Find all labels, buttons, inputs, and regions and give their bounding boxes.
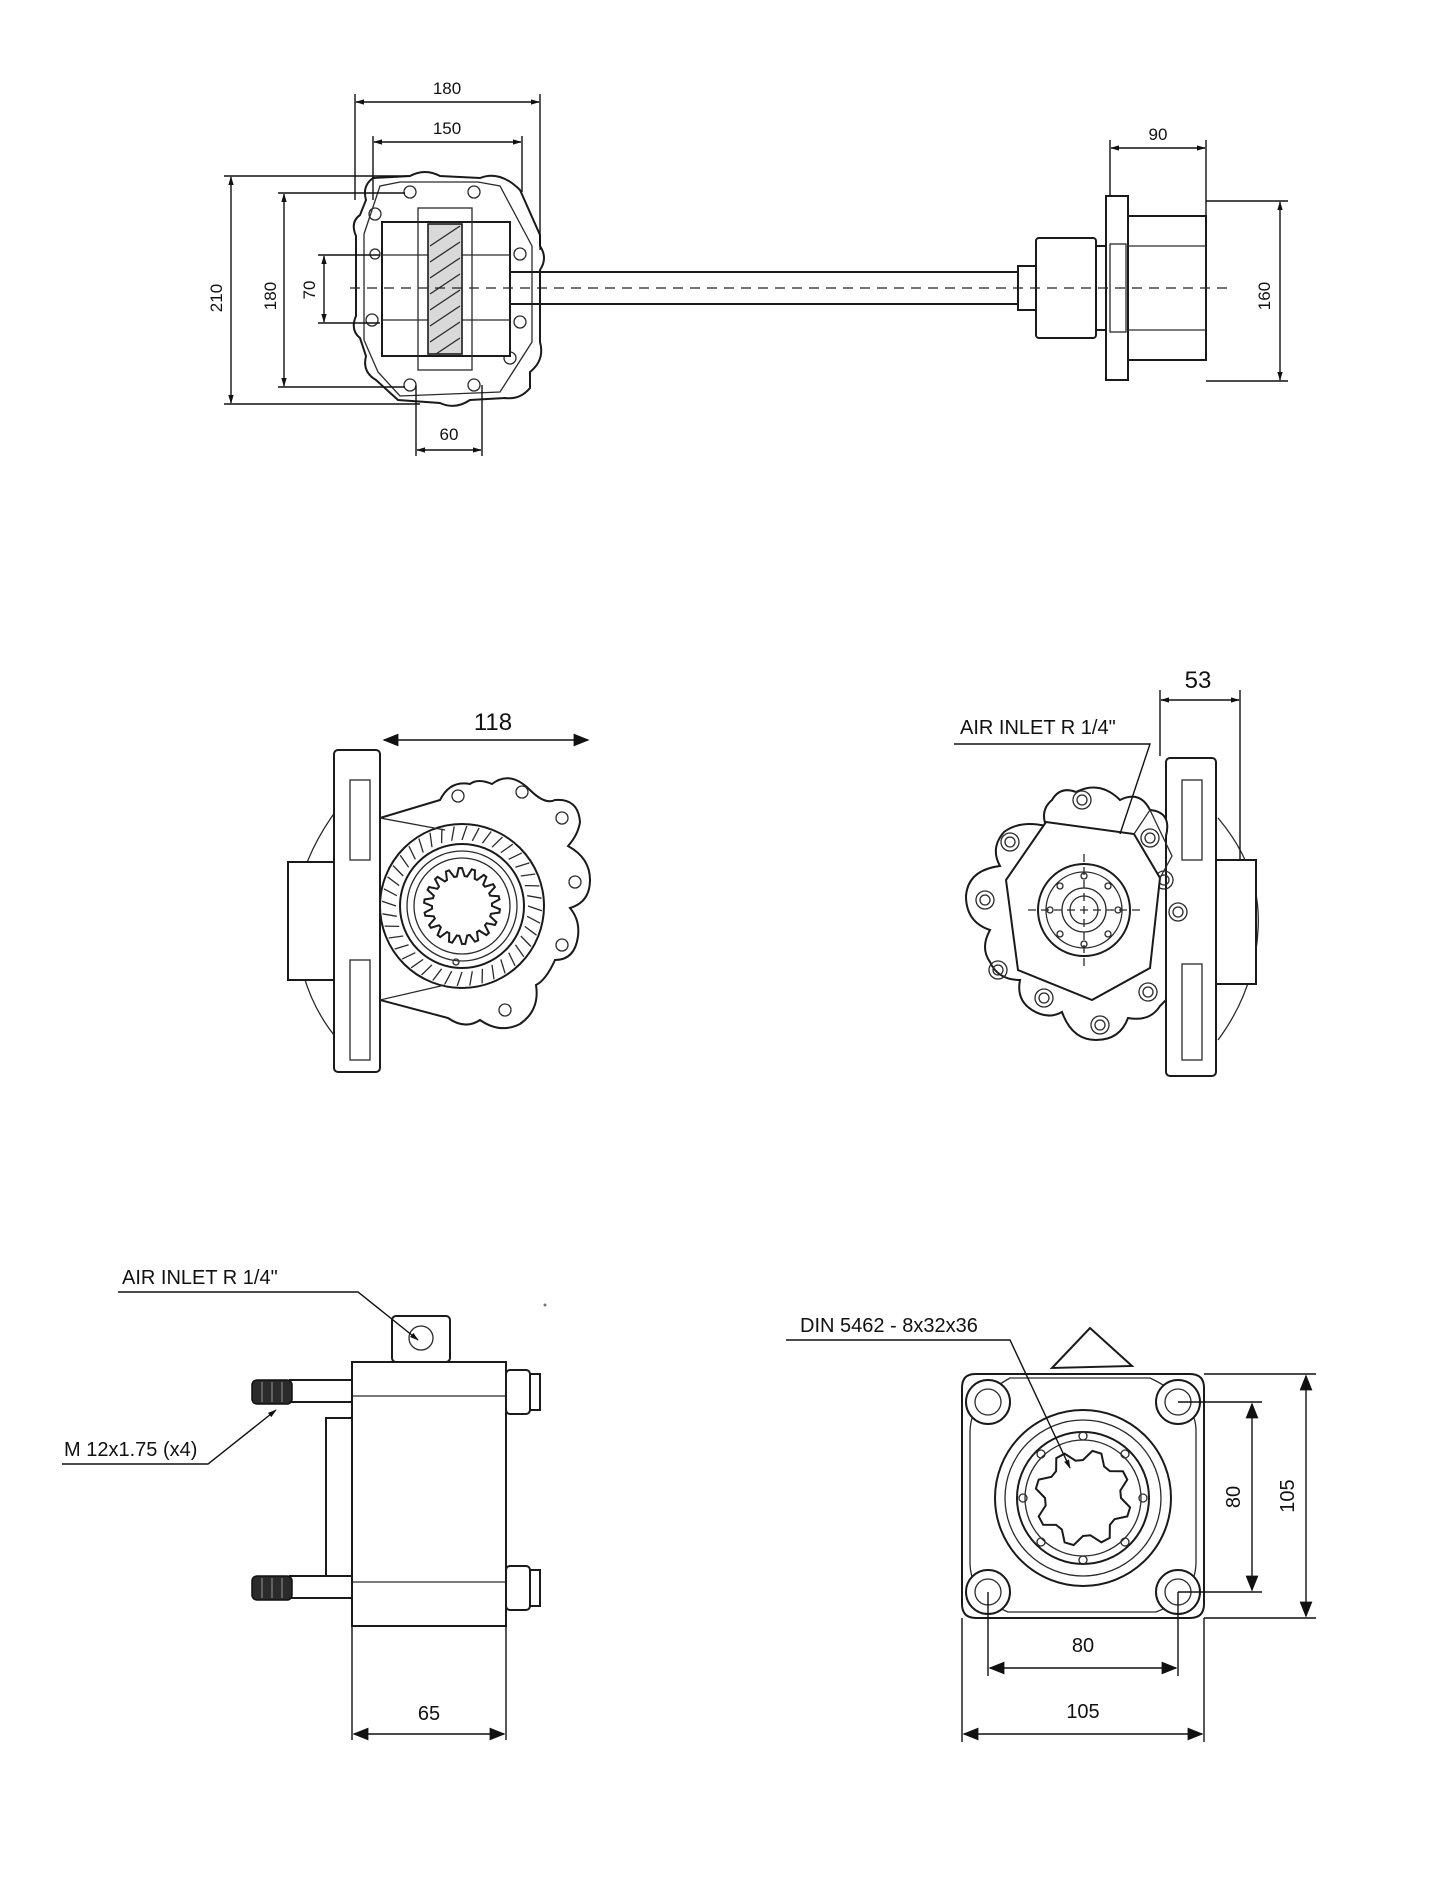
thread-label: M 12x1.75 (x4) <box>64 1439 197 1461</box>
dim-60: 60 <box>415 385 483 456</box>
dim-90-label: 90 <box>1149 125 1168 144</box>
left-spline <box>422 866 502 946</box>
bottom-left-view: AIR INLET R 1/4" M 12x1.75 (x4) 65 <box>62 1267 541 1741</box>
gear-tooth <box>527 895 542 899</box>
gear-tooth <box>500 843 514 854</box>
gear-tooth <box>524 925 537 936</box>
dim-80-horizontal: 80 <box>987 1592 1179 1676</box>
gear-tooth <box>500 959 506 974</box>
dim-65: 65 <box>351 1626 507 1741</box>
gear-tooth <box>387 876 400 887</box>
gear-tooth <box>383 888 398 897</box>
gear-tooth <box>451 826 455 841</box>
gear-tooth <box>481 831 492 844</box>
gear-tooth <box>514 944 525 958</box>
dim-180-height-label: 180 <box>261 282 280 310</box>
top-flange <box>352 171 545 407</box>
gear-tooth <box>520 935 532 947</box>
gear-tooth <box>418 838 424 853</box>
bottom-right-view: DIN 5462 - 8x32x36 80 105 80 105 <box>786 1315 1316 1742</box>
top-view: 180 150 90 210 180 <box>207 79 1288 456</box>
spline-label: DIN 5462 - 8x32x36 <box>800 1315 978 1337</box>
gear-tooth <box>471 827 480 842</box>
dim-180-width-label: 180 <box>433 79 461 98</box>
gear-tooth <box>527 905 543 912</box>
dim-160-label: 160 <box>1255 282 1274 310</box>
dim-90: 90 <box>1109 125 1207 216</box>
gear-tooth <box>410 958 424 969</box>
gear-tooth <box>399 854 410 868</box>
gear-tooth <box>461 825 468 841</box>
gear-tooth <box>491 836 503 848</box>
dim-105-horizontal: 105 <box>961 1618 1205 1742</box>
gear-tooth <box>515 862 530 868</box>
bottom-air-inlet-label: AIR INLET R 1/4" <box>122 1267 278 1289</box>
gear-tooth <box>381 900 397 907</box>
gear-tooth <box>388 935 404 939</box>
gear-tooth <box>508 952 516 967</box>
dim-53: 53 <box>1159 667 1241 860</box>
dim-160: 160 <box>1206 200 1288 382</box>
dim-53-label: 53 <box>1185 667 1212 694</box>
stray-dot <box>543 1303 547 1307</box>
dim-80-horizontal-label: 80 <box>1072 1635 1094 1657</box>
top-cylinder <box>1017 195 1207 381</box>
gear-tooth <box>508 852 523 860</box>
side-view-left: 118 <box>287 709 592 1073</box>
right-spline <box>1034 1449 1132 1547</box>
top-shaft <box>510 271 1018 305</box>
dim-60-label: 60 <box>440 425 459 444</box>
dim-150: 150 <box>372 119 523 200</box>
dim-70-label: 70 <box>300 281 319 300</box>
gear-tooth <box>401 952 416 960</box>
dim-105-vertical-label: 105 <box>1277 1479 1299 1512</box>
gear-tooth <box>432 968 443 981</box>
gear-tooth <box>408 845 416 860</box>
dim-105-horizontal-label: 105 <box>1066 1701 1099 1723</box>
side-view-right: AIR INLET R 1/4" 53 <box>954 667 1259 1077</box>
dim-180-width: 180 <box>354 79 541 250</box>
gear-tooth <box>382 913 397 917</box>
dim-210-label: 210 <box>207 284 226 312</box>
gear-tooth <box>526 915 541 924</box>
dim-118-label: 118 <box>474 709 512 736</box>
gear-tooth <box>491 964 495 980</box>
gear-tooth <box>394 944 409 950</box>
gear-tooth <box>421 964 433 976</box>
dim-180-height: 180 <box>261 192 405 388</box>
gear-tooth <box>520 873 536 877</box>
dim-150-label: 150 <box>433 119 461 138</box>
dim-210: 210 <box>207 175 420 405</box>
right-air-inlet-label: AIR INLET R 1/4" <box>960 717 1116 739</box>
dim-80-vertical-label: 80 <box>1223 1486 1245 1508</box>
gear-tooth <box>456 971 463 987</box>
gear-tooth <box>469 971 473 986</box>
gear-tooth <box>444 970 453 985</box>
dim-80-vertical: 80 <box>1178 1401 1262 1593</box>
dim-105-vertical: 105 <box>1204 1373 1316 1619</box>
left-gear-ring <box>381 825 543 987</box>
gear-tooth <box>392 865 404 877</box>
dim-118: 118 <box>382 709 590 747</box>
gear-tooth <box>429 832 433 848</box>
dim-65-label: 65 <box>418 1703 440 1725</box>
dim-70: 70 <box>300 254 380 324</box>
